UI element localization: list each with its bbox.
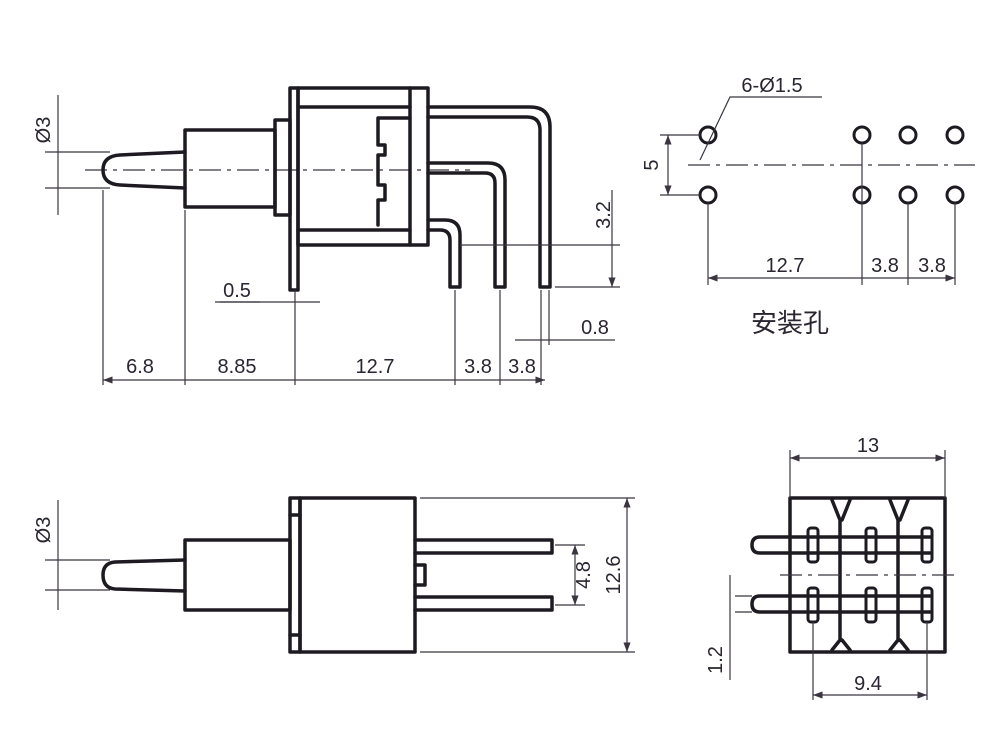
- switch-body: [298, 496, 417, 654]
- dim-pitch-2: 3.8: [918, 255, 946, 277]
- hole-label: 6-Ø1.5: [741, 75, 802, 97]
- side-view: Ø3 6.8 8.85 12.7 3.8 3.8 0.5 3.2 0.8: [33, 86, 620, 385]
- flange: [273, 118, 292, 217]
- dim-pin-height: 3.2: [593, 201, 615, 229]
- dim-pin-span: 9.4: [854, 673, 882, 695]
- dim-lever: 6.8: [126, 356, 154, 378]
- dim-width: 13: [857, 435, 879, 457]
- terminal-lead-1: [426, 105, 552, 289]
- terminal-pin: [750, 594, 932, 614]
- terminal-lead-2: [426, 161, 507, 289]
- terminal-pin: [413, 538, 554, 555]
- dim-plate: 0.5: [223, 280, 251, 302]
- terminal-stub: [413, 563, 427, 587]
- dim-span: 12.7: [766, 255, 805, 277]
- toggle-lever: [101, 558, 187, 593]
- front-plate: [288, 86, 300, 292]
- mounting-hole: [698, 125, 718, 145]
- mounting-hole: [945, 185, 965, 205]
- dim-bushing: 8.85: [218, 356, 257, 378]
- hole-caption: 安装孔: [751, 308, 829, 338]
- dia-label: Ø3: [33, 517, 55, 544]
- mounting-hole: [898, 125, 918, 145]
- terminal-pin: [750, 535, 932, 555]
- body-ribs: [830, 498, 910, 652]
- dim-pitch-1: 3.8: [871, 255, 899, 277]
- bushing: [183, 128, 277, 209]
- end-view: 13 1.2 9.4: [705, 435, 960, 700]
- toggle-lever: [101, 150, 187, 190]
- terminal-blocks: [376, 116, 412, 227]
- top-view: Ø3 4.8 12.6: [33, 496, 635, 654]
- mounting-hole: [698, 185, 718, 205]
- bushing: [183, 538, 292, 612]
- dim-pitch-2: 3.8: [508, 356, 536, 378]
- mounting-hole: [852, 125, 872, 145]
- dim-body: 12.7: [356, 356, 395, 378]
- switch-body: [296, 86, 430, 247]
- dia-label: Ø3: [33, 117, 55, 144]
- dim-pitch-1: 3.8: [464, 356, 492, 378]
- mounting-hole: [898, 185, 918, 205]
- hole-layout: 6-Ø1.5 5 12.7 3.8 3.8 安装孔: [641, 75, 975, 338]
- dim-pin-spacing: 4.8: [573, 561, 595, 589]
- dim-row-spacing: 5: [641, 159, 663, 170]
- dim-height: 12.6: [603, 556, 625, 595]
- dim-pin-width: 1.2: [705, 646, 727, 674]
- terminal-lead-3: [426, 218, 462, 289]
- terminal-pin: [413, 595, 554, 612]
- mounting-hole: [945, 125, 965, 145]
- dim-pin-width: 0.8: [581, 317, 609, 339]
